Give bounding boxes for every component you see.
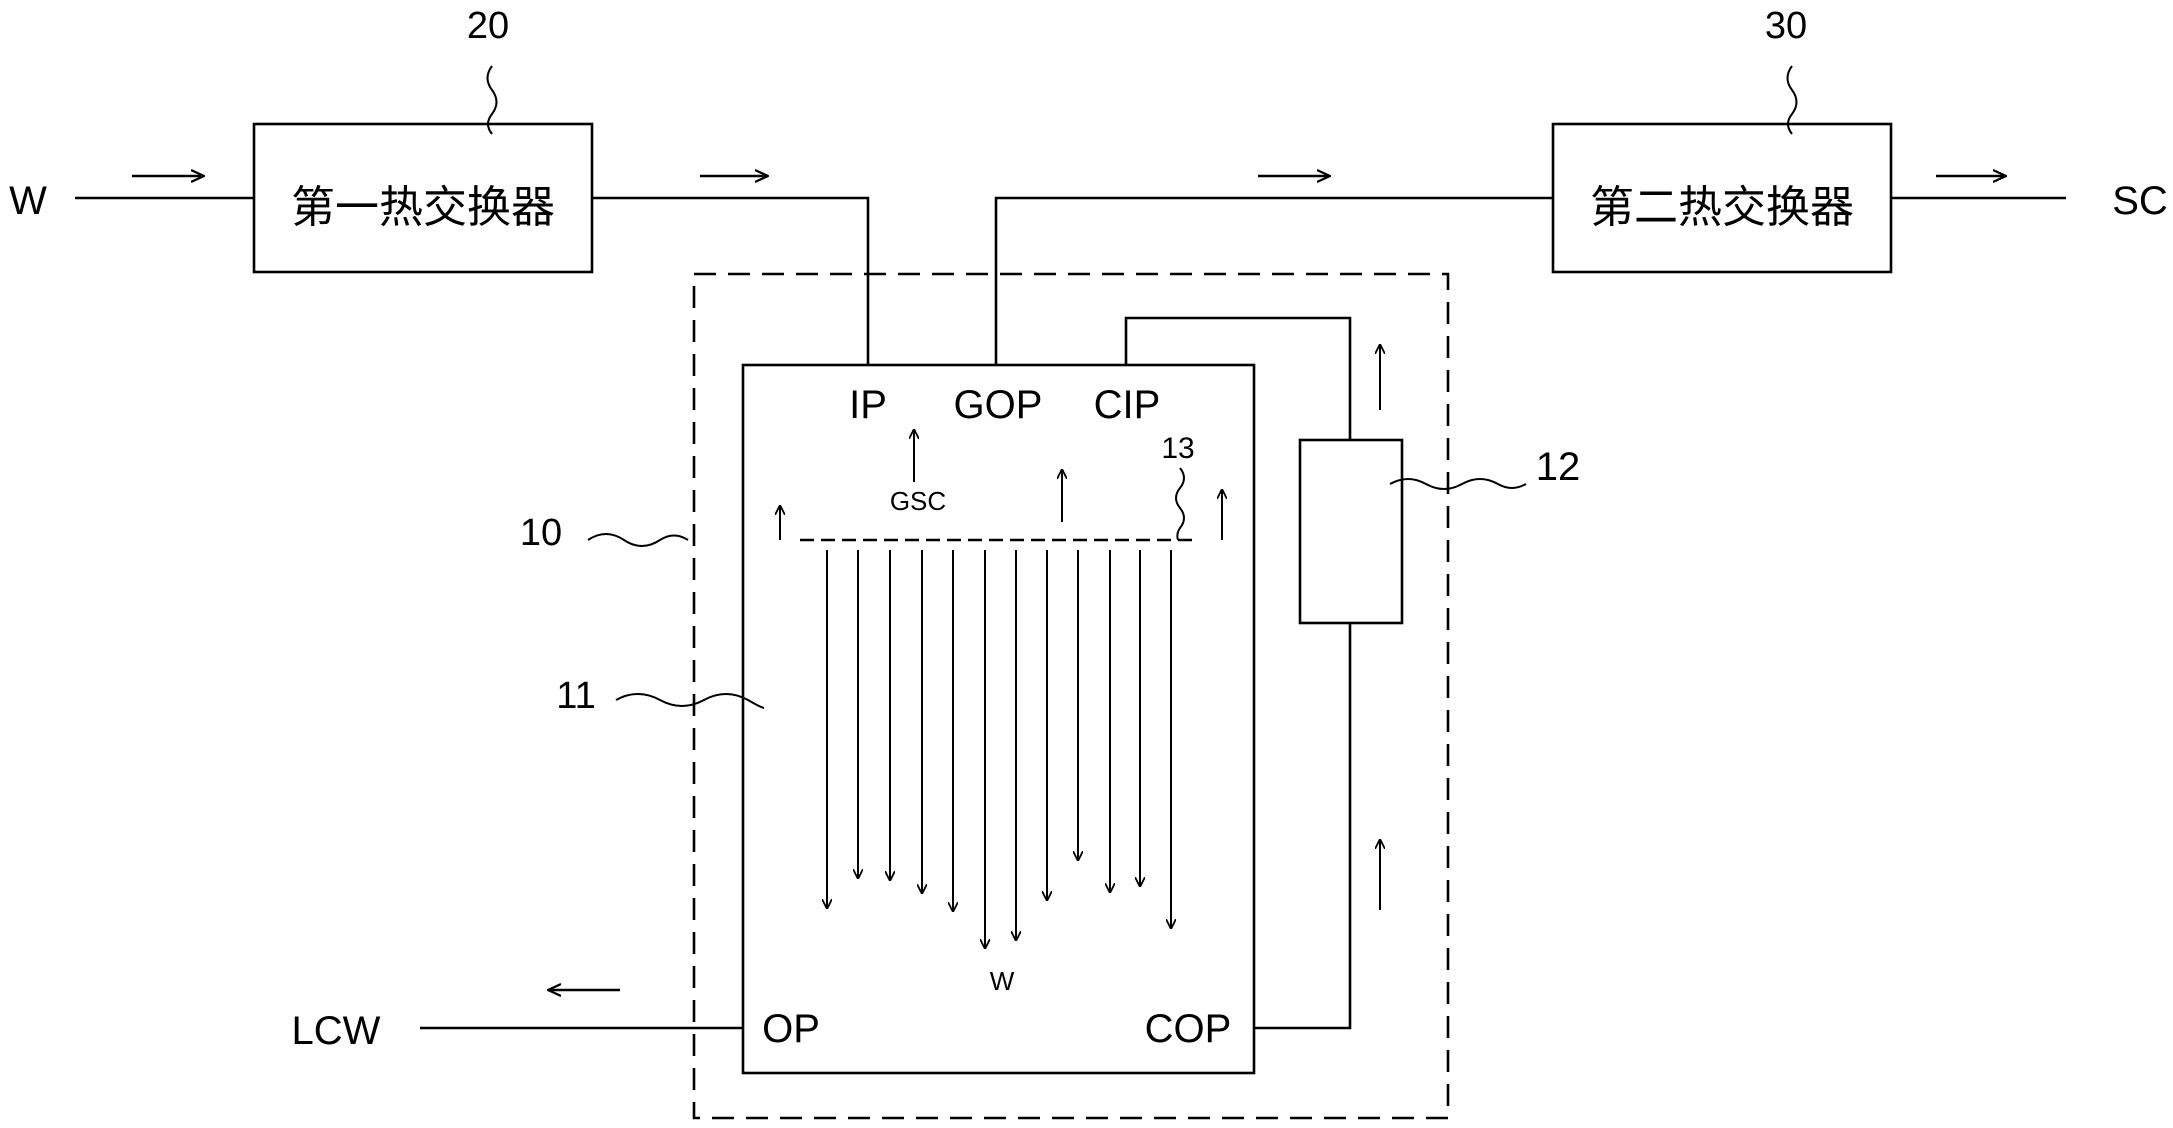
second-heat-exchanger-ref: 30 xyxy=(1765,5,1807,47)
first-heat-exchanger-leader xyxy=(486,65,498,135)
pump-ref-leader xyxy=(1389,478,1527,490)
output-label-sc: SC xyxy=(2112,179,2168,223)
system-boundary xyxy=(692,272,1450,1120)
port-cip: CIP xyxy=(1094,383,1161,427)
second-heat-exchanger-leader xyxy=(1786,65,1798,135)
output-label-lcw: LCW xyxy=(292,1009,381,1053)
circulation-feed-line xyxy=(1124,316,1352,440)
second-heat-exchanger-label: 第二热交换器 xyxy=(1590,182,1854,233)
gas-outlet-line xyxy=(994,196,1553,365)
pump-ref: 12 xyxy=(1536,445,1581,489)
port-gop: GOP xyxy=(954,383,1043,427)
pump xyxy=(1298,438,1404,625)
port-ip: IP xyxy=(849,383,887,427)
first-heat-exchanger-ref: 20 xyxy=(467,5,509,47)
sprayer-ref-leader xyxy=(1175,467,1185,541)
port-op: OP xyxy=(762,1007,820,1051)
water-label: W xyxy=(990,966,1015,996)
hx1-to-inlet-line xyxy=(592,196,870,365)
system-ref-leader xyxy=(587,533,689,547)
chamber-ref-leader xyxy=(615,693,765,709)
circulation-return-line xyxy=(1254,623,1352,1030)
chamber-ref: 11 xyxy=(556,675,595,717)
water-arrows xyxy=(827,550,1171,948)
first-heat-exchanger-label: 第一热交换器 xyxy=(291,182,555,233)
system-ref: 10 xyxy=(520,512,562,554)
chamber xyxy=(741,363,1256,1075)
gas-label: GSC xyxy=(890,486,946,516)
port-cop: COP xyxy=(1145,1007,1232,1051)
input-label-w: W xyxy=(9,179,47,223)
sprayer-ref: 13 xyxy=(1161,432,1194,465)
